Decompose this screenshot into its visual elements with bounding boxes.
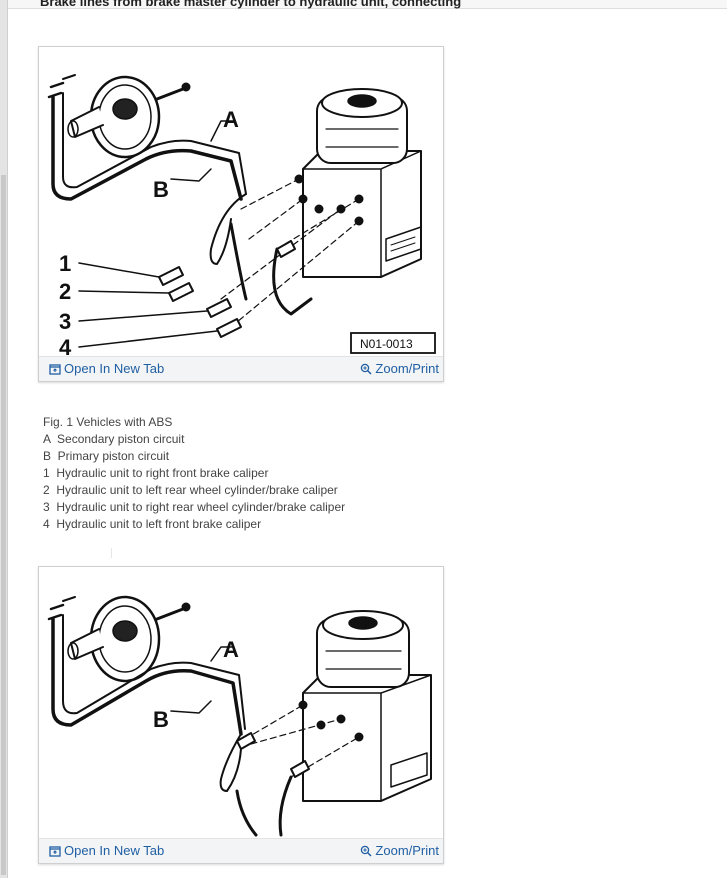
section-heading: Brake lines from brake master cylinder t… [40, 0, 462, 9]
zoom-print-label: Zoom/Print [375, 361, 439, 376]
open-in-new-tab-button[interactable]: Open In New Tab [49, 361, 164, 376]
zoom-icon [361, 363, 372, 375]
label-b: B [153, 707, 169, 732]
caption-line: 2 Hydraulic unit to left rear wheel cyli… [43, 483, 338, 497]
label-2: 2 [59, 279, 71, 304]
label-3: 3 [59, 309, 71, 334]
figure-2-toolbar: Open In New Tab Zoom/Print [39, 838, 443, 863]
scrollbar[interactable] [0, 0, 8, 878]
figure-2-diagram[interactable]: A B [41, 569, 441, 837]
caption-line: A Secondary piston circuit [43, 432, 185, 446]
figure-1-diagram[interactable]: A B 1 2 3 4 N01-0013 [41, 49, 441, 355]
zoom-print-button[interactable]: Zoom/Print [360, 843, 439, 858]
browser-top-edge [0, 0, 727, 9]
open-in-new-tab-label: Open In New Tab [64, 361, 165, 376]
figure-caption: Fig. 1 Vehicles with ABS A Secondary pis… [43, 414, 345, 533]
open-in-new-tab-icon [49, 363, 61, 375]
caption-line: B Primary piston circuit [43, 449, 170, 463]
zoom-print-label: Zoom/Print [375, 843, 439, 858]
figure-2-card: A B Open In New Tab Zoom/Print [38, 566, 444, 864]
zoom-print-button[interactable]: Zoom/Print [360, 361, 439, 376]
open-in-new-tab-button[interactable]: Open In New Tab [49, 843, 164, 858]
figure-1-card: A B 1 2 3 4 N01-0013 Open In New Tab Zoo… [38, 46, 444, 382]
figure-ref: N01-0013 [360, 337, 413, 351]
caption-line: 3 Hydraulic unit to right rear wheel cyl… [43, 500, 346, 514]
scrollbar-thumb[interactable] [1, 175, 6, 875]
label-a: A [223, 637, 239, 662]
caption-line: 1 Hydraulic unit to right front brake ca… [43, 466, 269, 480]
label-1: 1 [59, 251, 71, 276]
label-b: B [153, 177, 169, 202]
divider [111, 548, 112, 558]
open-in-new-tab-icon [49, 845, 61, 857]
figure-1-toolbar: Open In New Tab Zoom/Print [39, 356, 443, 381]
caption-line: 4 Hydraulic unit to left front brake cal… [43, 517, 262, 531]
caption-title: Fig. 1 Vehicles with ABS [43, 415, 173, 429]
zoom-icon [361, 845, 372, 857]
label-a: A [223, 107, 239, 132]
label-4: 4 [59, 335, 72, 355]
open-in-new-tab-label: Open In New Tab [64, 843, 165, 858]
